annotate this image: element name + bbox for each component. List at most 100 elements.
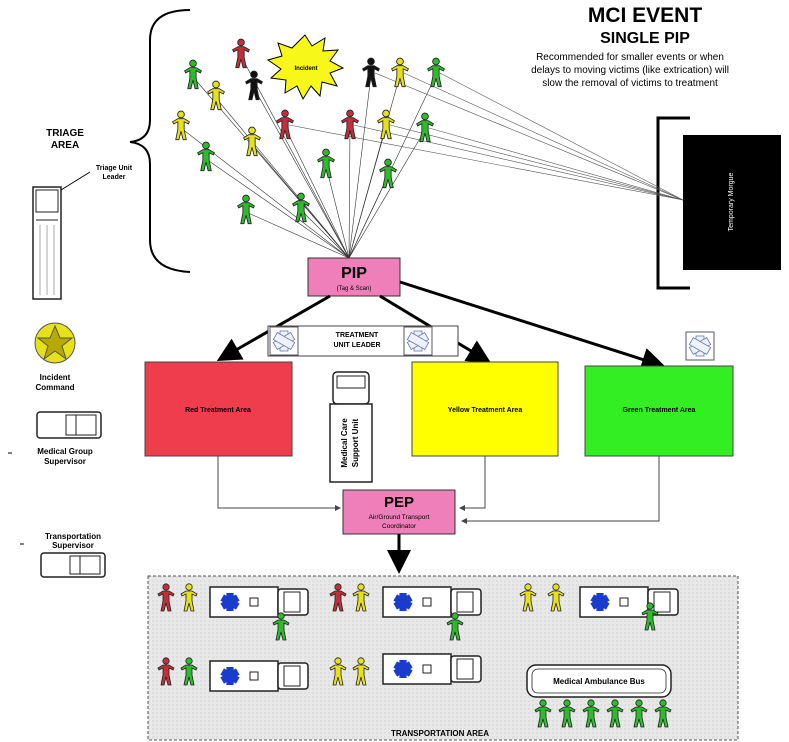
- triage-area-label-1: TRIAGE: [46, 128, 84, 139]
- victim-icon: [157, 583, 175, 612]
- medical-group-supervisor-vehicle: [36, 411, 102, 439]
- transport-victims: [157, 583, 672, 728]
- note-line-2: delays to moving victims (like extricati…: [531, 65, 729, 76]
- victim-icon: [237, 194, 255, 225]
- connector-yellow-pep: [459, 456, 486, 511]
- victim-icon: [654, 699, 672, 728]
- victim-icon: [172, 110, 190, 141]
- triage-line: [325, 165, 350, 259]
- victim-icon: [582, 699, 600, 728]
- triage-brace: [129, 9, 191, 273]
- triage-line: [348, 126, 387, 259]
- star-of-life-icon: [590, 593, 610, 611]
- triage-line: [348, 175, 389, 259]
- triage-line: [348, 129, 426, 259]
- victim-icon: [606, 699, 624, 728]
- pep-title: PEP: [384, 494, 414, 511]
- victim-icon: [391, 57, 409, 88]
- victim-icon: [329, 657, 347, 686]
- victim-icon: [184, 59, 202, 90]
- star-of-life-icon: [220, 667, 240, 685]
- triage-line: [253, 87, 350, 259]
- victim-icon: [180, 657, 198, 686]
- triage-unit-leader-label-1: Triage Unit: [95, 165, 133, 172]
- victim-icon: [157, 657, 175, 686]
- title: MCI EVENT: [587, 4, 703, 27]
- star-of-life-icon: [393, 660, 413, 678]
- ambulance-vehicle: [382, 653, 482, 685]
- star-of-life-icon: [393, 593, 413, 611]
- incident-command-icon: [34, 322, 76, 364]
- pep-subtitle-2: Coordinator: [382, 523, 417, 530]
- ambulance-vehicle: [209, 660, 309, 692]
- triage-line: [245, 211, 350, 259]
- support-unit-line2: Support Unit: [351, 418, 360, 467]
- victim-icon: [197, 141, 215, 172]
- victim-icon: [341, 109, 359, 140]
- pip-box: [307, 257, 401, 297]
- morgue-line: [428, 127, 684, 201]
- connector-red-pep: [217, 456, 341, 511]
- victim-icon: [243, 126, 261, 157]
- star-of-life-icon: [269, 326, 299, 356]
- triage-line: [300, 209, 350, 259]
- triage-line: [284, 126, 350, 259]
- triage-line: [348, 126, 351, 259]
- star-of-life-icon: [220, 593, 240, 611]
- pep-subtitle-1: Air/Ground Transport: [369, 514, 430, 521]
- ambulance-vehicle: [382, 586, 482, 618]
- victim-icon: [245, 70, 263, 101]
- temporary-morgue-label: Temporary Morgue: [728, 173, 735, 232]
- victim-icon: [416, 112, 434, 143]
- transportation-area-label: TRANSPORTATION AREA: [391, 729, 489, 738]
- triage-line: [215, 97, 350, 259]
- victim-icon: [292, 192, 310, 223]
- victim-icon: [534, 699, 552, 728]
- victim-icon: [352, 583, 370, 612]
- incident-label: Incident: [294, 66, 317, 72]
- victim-icon: [180, 583, 198, 612]
- red-treatment-label: Red Treatment Area: [185, 407, 251, 414]
- note-line-1: Recommended for smaller events or when: [536, 52, 724, 63]
- green-treatment-label: Green Treatment Area: [623, 407, 696, 414]
- incident-command-label-2: Command: [35, 383, 75, 392]
- victim-icon: [276, 109, 294, 140]
- yellow-treatment-area: [411, 361, 559, 457]
- pip-title: PIP: [341, 265, 367, 282]
- victim-icon: [232, 38, 250, 69]
- morgue-line: [389, 124, 684, 201]
- victim-icon: [547, 583, 565, 612]
- medical-group-supervisor-label-2: Supervisor: [44, 457, 86, 466]
- morgue-line: [439, 72, 684, 201]
- transport-supervisor-label-1: Transportation: [44, 532, 101, 541]
- victim-icon: [379, 158, 397, 189]
- victim-icon: [446, 612, 464, 641]
- transportation-supervisor-vehicle: [40, 552, 106, 578]
- note-line-3: slow the removal of victims to treatment: [542, 78, 718, 89]
- medical-group-supervisor-label-1: Medical Group: [37, 447, 93, 456]
- morgue-line: [374, 72, 684, 201]
- victim-icon: [329, 583, 347, 612]
- ambulance-vehicle: [579, 586, 679, 618]
- incident-burst: [266, 34, 345, 101]
- subtitle: SINGLE PIP: [600, 30, 690, 47]
- victim-icon: [207, 80, 225, 111]
- support-unit-line1: Medical Care: [340, 418, 349, 468]
- arrow-pip-green: [399, 280, 666, 371]
- transport-supervisor-label-2: Supervisor: [52, 541, 94, 550]
- victim-icon: [362, 57, 380, 88]
- triage-unit-leader-vehicle: [32, 186, 62, 300]
- star-of-life-icon: [403, 326, 433, 356]
- connector-green-pep: [461, 456, 660, 524]
- victim-icon: [352, 657, 370, 686]
- treatment-unit-leader-line1: TREATMENT: [336, 332, 379, 339]
- victim-icon: [558, 699, 576, 728]
- green-treatment-area: [584, 365, 734, 457]
- victim-icon: [377, 109, 395, 140]
- morgue-line: [353, 124, 684, 201]
- pip-subtitle: (Tag & Scan): [337, 286, 372, 292]
- triage-victims: [172, 38, 445, 225]
- yellow-treatment-label: Yellow Treatment Area: [448, 407, 523, 414]
- triage-line: [205, 158, 350, 259]
